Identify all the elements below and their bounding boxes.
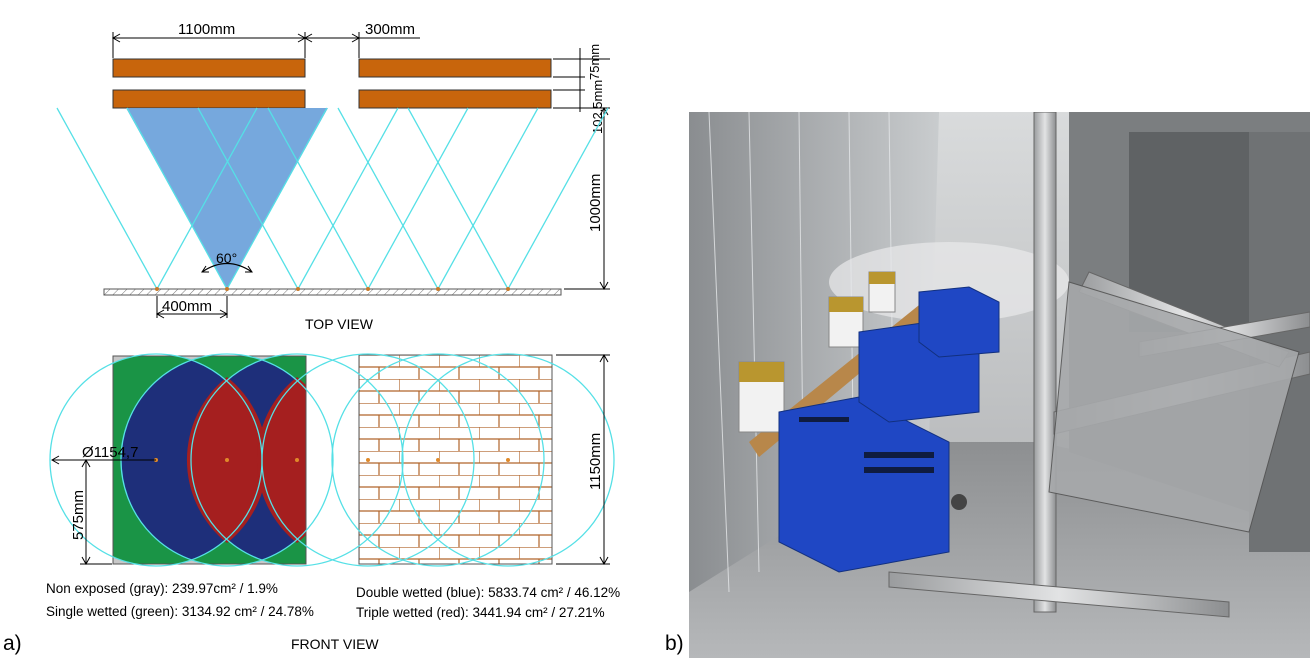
panel-front-right xyxy=(358,58,552,78)
legend-double: Double wetted (blue): 5833.74 cm² / 46.1… xyxy=(356,585,620,600)
top-view-title: TOP VIEW xyxy=(305,316,374,332)
top-view: 1100mm 300mm 75mm 102.5mm 1000mm 60° xyxy=(56,21,610,332)
panel-back-right xyxy=(358,89,552,109)
dim-diameter: Ø1154,7 xyxy=(82,444,138,461)
spray-cone xyxy=(126,108,328,289)
front-view-title: FRONT VIEW xyxy=(291,636,379,652)
dim-panel-width: 1100mm xyxy=(178,21,235,38)
brick-wall xyxy=(358,354,553,565)
panel-back-left xyxy=(112,89,306,109)
legend-non-exposed: Non exposed (gray): 239.97cm² / 1.9% xyxy=(46,581,278,596)
legend-triple: Triple wetted (red): 3441.94 cm² / 27.21… xyxy=(356,605,605,620)
dim-gap: 300mm xyxy=(365,21,415,38)
photo-test-rig-icon xyxy=(689,112,1310,658)
panel-label-b: b) xyxy=(665,632,684,655)
dim-thickness: 75mm xyxy=(587,44,602,80)
floor-rail xyxy=(103,288,562,296)
spray-angle: 60° xyxy=(216,250,237,266)
panel-label-a: a) xyxy=(3,632,22,655)
triple-region-2 xyxy=(257,377,306,543)
dim-distance: 1000mm xyxy=(587,174,604,232)
legend-single: Single wetted (green): 3134.92 cm² / 24.… xyxy=(46,604,314,619)
panel-front-left xyxy=(112,58,306,78)
dim-half-height: 575mm xyxy=(70,490,87,540)
dim-nozzle-pitch: 400mm xyxy=(162,298,212,315)
test-rig-photo xyxy=(689,112,1310,658)
dim-height: 1150mm xyxy=(587,433,604,490)
front-view: Ø1154,7 575mm 1150mm Non exposed (gray):… xyxy=(46,353,620,652)
spray-lines xyxy=(56,107,609,290)
